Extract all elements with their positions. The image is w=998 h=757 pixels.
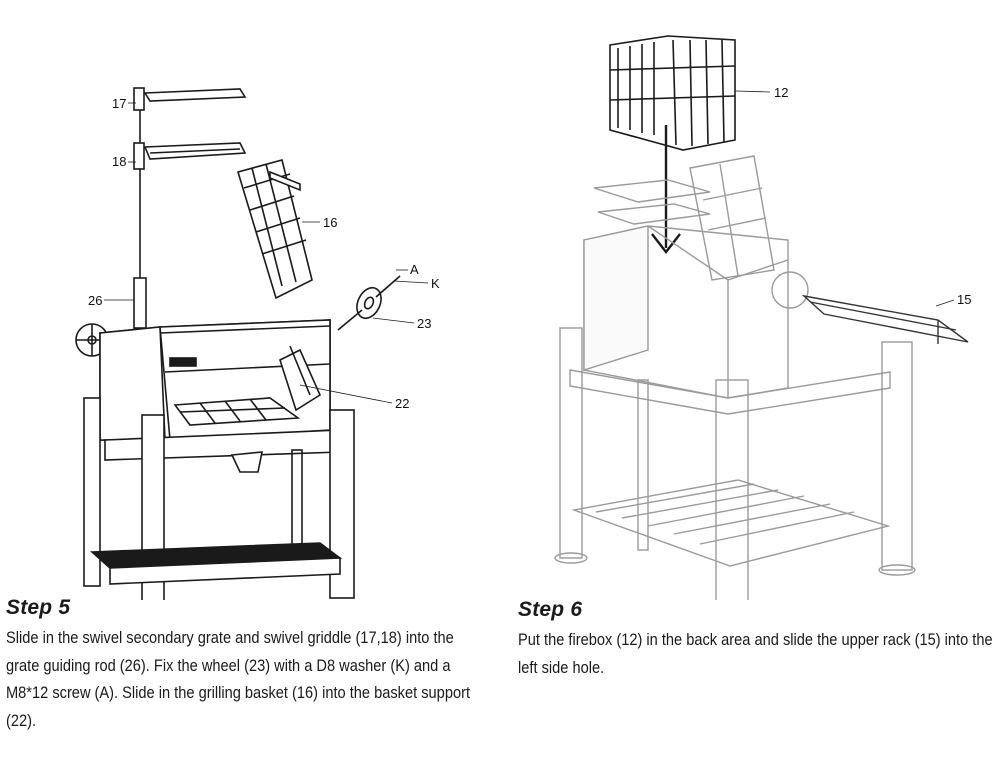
step-6-title: Step 6 [518,598,583,621]
callout-12: 12 [774,85,788,100]
step-6-text: Put the firebox (12) in the back area an… [518,630,993,677]
step-5-panel: 17 18 16 26 A K 23 22 Step 5 Slide in th… [0,0,498,757]
callout-23: 23 [417,316,431,331]
callout-16: 16 [323,215,337,230]
step-5-text: Slide in the swivel secondary grate and … [6,628,471,730]
callout-26: 26 [88,293,102,308]
callout-22: 22 [395,396,409,411]
step-5-illustration: 17 18 16 26 A K 23 22 [75,87,440,600]
callout-A: A [410,262,419,277]
callout-17: 17 [112,96,126,111]
callout-18: 18 [112,154,126,169]
callout-K: K [431,276,440,291]
step-6-panel: 12 15 Step 6 Put the firebox (12) in the… [498,0,998,757]
callout-15: 15 [957,292,971,307]
step-6-illustration: 12 15 [554,35,971,600]
step-5-title: Step 5 [6,596,71,619]
